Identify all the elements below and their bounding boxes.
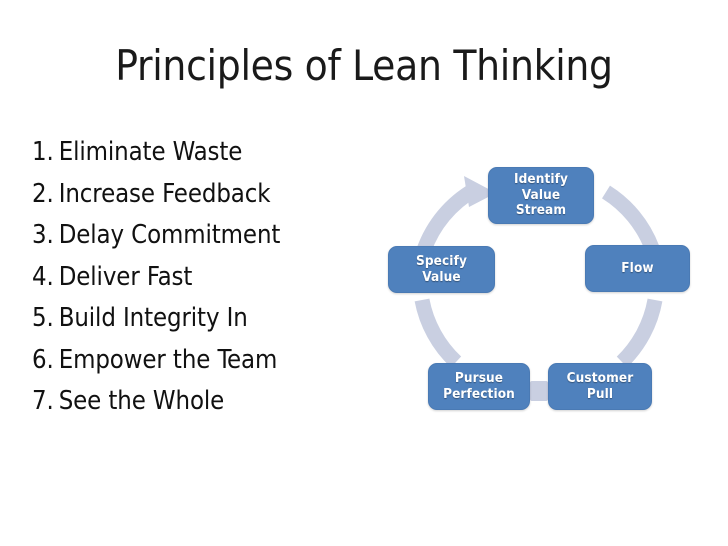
- cycle-node-label-line: Identify: [513, 171, 569, 188]
- list-item-label: Empower the Team: [58, 344, 278, 375]
- list-item-number: 5.: [32, 303, 54, 333]
- cycle-connector-bottom: [530, 381, 548, 401]
- cycle-node-label-line: Flow: [621, 259, 654, 276]
- cycle-node-label-line: Specify: [416, 253, 467, 269]
- cycle-node-label: Flow: [621, 259, 654, 277]
- cycle-node-label-line: Perfection: [443, 385, 515, 402]
- cycle-node-label: Pursue Perfection: [443, 370, 515, 402]
- cycle-node-label-line: Value: [521, 186, 561, 203]
- list-item-label: Eliminate Waste: [58, 137, 243, 167]
- cycle-node-label-line: Pull: [586, 385, 614, 402]
- cycle-ring-arrows: [414, 176, 663, 368]
- cycle-node-label: Identify Value Stream: [514, 172, 568, 219]
- cycle-node-label-line: Stream: [515, 202, 567, 219]
- cycle-node-pursue-perfection[interactable]: Pursue Perfection: [428, 363, 530, 410]
- list-item-number: 1.: [32, 137, 54, 167]
- cycle-node-label: Specify Value: [416, 253, 467, 285]
- list-item: 5.Build Integrity In: [32, 298, 392, 340]
- cycle-node-label-line: Pursue: [454, 370, 504, 386]
- cycle-arc-flow-to-customer-pull: [616, 298, 663, 368]
- cycle-arrow-specify-to-identify: [416, 176, 496, 253]
- list-item-label: Deliver Fast: [58, 261, 193, 292]
- cycle-node-label: Customer Pull: [566, 370, 634, 402]
- list-item-number: 2.: [32, 178, 54, 209]
- list-item-label: See the Whole: [58, 386, 225, 416]
- principles-list: 1.Eliminate Waste 2.Increase Feedback 3.…: [32, 132, 392, 423]
- page-title: Principles of Lean Thinking: [115, 41, 613, 90]
- list-item: 2.Increase Feedback: [32, 174, 392, 216]
- lean-cycle-diagram: Identify Value Stream Flow Customer Pull…: [378, 150, 698, 422]
- cycle-arc-pursue-to-specify: [414, 298, 462, 368]
- cycle-node-label-line: Value: [422, 268, 461, 285]
- list-item-number: 7.: [32, 386, 54, 416]
- cycle-node-flow[interactable]: Flow: [585, 245, 690, 292]
- cycle-arc-identify-to-flow: [601, 185, 660, 251]
- cycle-node-label-line: Customer: [566, 370, 634, 386]
- list-item-label: Build Integrity In: [58, 303, 248, 333]
- list-item: 7.See the Whole: [32, 381, 392, 423]
- cycle-node-identify-value-stream[interactable]: Identify Value Stream: [488, 167, 594, 224]
- list-item: 1.Eliminate Waste: [32, 132, 392, 174]
- list-item-label: Delay Commitment: [58, 220, 281, 250]
- list-item-label: Increase Feedback: [58, 178, 271, 209]
- cycle-node-specify-value[interactable]: Specify Value: [388, 246, 495, 293]
- list-item-number: 6.: [32, 344, 54, 375]
- list-item-number: 4.: [32, 261, 54, 292]
- list-item: 3.Delay Commitment: [32, 215, 392, 257]
- cycle-node-customer-pull[interactable]: Customer Pull: [548, 363, 652, 410]
- list-item-number: 3.: [32, 220, 54, 250]
- list-item: 6.Empower the Team: [32, 340, 392, 382]
- list-item: 4.Deliver Fast: [32, 257, 392, 299]
